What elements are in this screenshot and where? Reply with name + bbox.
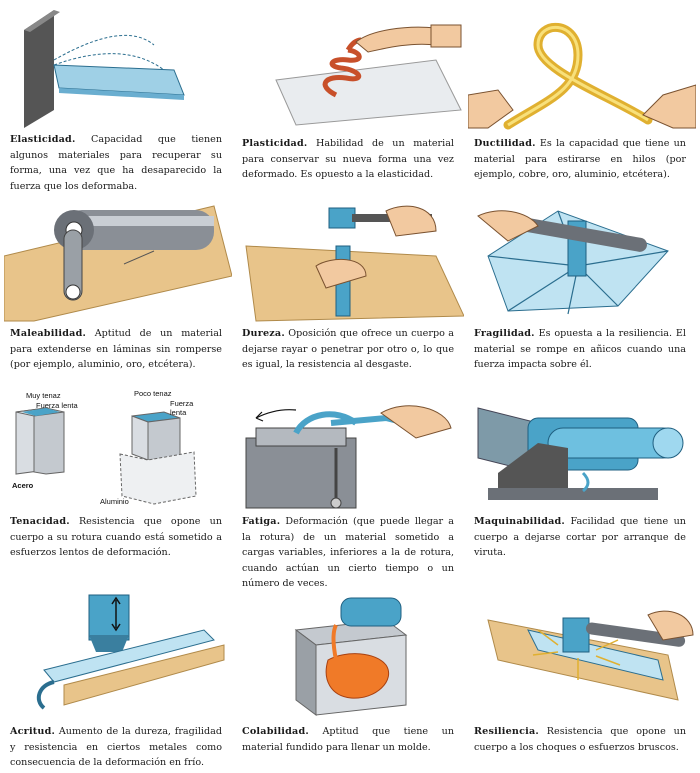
- label-lenta: lenta: [170, 408, 187, 417]
- term: Fragilidad.: [474, 328, 535, 339]
- definition: Habilidad de un material para conservar …: [242, 138, 454, 181]
- maquinabilidad-illustration: [468, 388, 696, 516]
- fatiga-illustration: [236, 388, 464, 516]
- maquinabilidad-caption: Maquinabilidad. Facilidad que tiene un c…: [474, 514, 686, 561]
- label-aluminio: Aluminio: [100, 497, 129, 506]
- ductilidad-illustration: [468, 0, 696, 130]
- term: Elasticidad.: [10, 134, 76, 145]
- definition: Deformación (que puede llegar a la rotur…: [242, 516, 454, 590]
- term: Colabilidad.: [242, 726, 309, 737]
- acritud-caption: Acritud. Aumento de la dureza, fragilida…: [10, 724, 222, 771]
- term: Tenacidad.: [10, 516, 70, 527]
- tenacidad-illustration: Muy tenaz Fuerza lenta Acero Poco tenaz …: [4, 388, 232, 516]
- colabilidad-illustration: [236, 590, 464, 720]
- term: Acritud.: [10, 726, 56, 737]
- definition: Facilidad que tiene un cuerpo a dejarse …: [474, 516, 686, 559]
- tenacidad-caption: Tenacidad. Resistencia que opone un cuer…: [10, 514, 222, 561]
- maleabilidad-caption: Maleabilidad. Aptitud de un material par…: [10, 326, 222, 373]
- fragilidad-illustration: [468, 196, 696, 326]
- definition: Resistencia que opone un cuerpo a su rot…: [10, 516, 222, 559]
- colabilidad-caption: Colabilidad. Aptitud que tiene un materi…: [242, 724, 454, 755]
- definition: Resistencia que opone un cuerpo a los ch…: [474, 726, 686, 753]
- fragilidad-caption: Fragilidad. Es opuesta a la resiliencia.…: [474, 326, 686, 373]
- term: Maquinabilidad.: [474, 516, 565, 527]
- dureza-caption: Dureza. Oposición que ofrece un cuerpo a…: [242, 326, 454, 373]
- elasticidad-caption: Elasticidad. Capacidad que tienen alguno…: [10, 132, 222, 194]
- label-poco-tenaz: Poco tenaz: [134, 389, 172, 398]
- definition: Aumento de la dureza, fragilidad y resis…: [10, 726, 222, 769]
- label-muy-tenaz: Muy tenaz: [26, 391, 61, 400]
- dureza-illustration: [236, 196, 464, 326]
- label-fuerza: Fuerza: [170, 399, 194, 408]
- resiliencia-caption: Resiliencia. Resistencia que opone un cu…: [474, 724, 686, 755]
- maleabilidad-illustration: [4, 196, 232, 326]
- term: Resiliencia.: [474, 726, 539, 737]
- label-acero: Acero: [12, 481, 34, 490]
- ductilidad-caption: Ductilidad. Es la capacidad que tiene un…: [474, 136, 686, 183]
- term: Fatiga.: [242, 516, 281, 527]
- term: Dureza.: [242, 328, 285, 339]
- term: Maleabilidad.: [10, 328, 87, 339]
- definition: Aptitud de un material para extenderse e…: [10, 328, 222, 371]
- resiliencia-illustration: [468, 590, 696, 720]
- elasticidad-illustration: [4, 0, 232, 130]
- definition: Aptitud que tiene un material fundido pa…: [242, 726, 454, 753]
- definition: Capacidad que tienen algunos materiales …: [10, 134, 222, 192]
- label-fuerza-lenta: Fuerza lenta: [36, 401, 79, 410]
- definition: Es opuesta a la resiliencia. El material…: [474, 328, 686, 371]
- plasticidad-illustration: [236, 0, 464, 130]
- term: Plasticidad.: [242, 138, 308, 149]
- fatiga-caption: Fatiga. Deformación (que puede llegar a …: [242, 514, 454, 592]
- definition: Oposición que ofrece un cuerpo a dejarse…: [242, 328, 454, 371]
- term: Ductilidad.: [474, 138, 536, 149]
- definition: Es la capacidad que tiene un material pa…: [474, 138, 686, 181]
- plasticidad-caption: Plasticidad. Habilidad de un material pa…: [242, 136, 454, 183]
- acritud-illustration: [4, 590, 232, 720]
